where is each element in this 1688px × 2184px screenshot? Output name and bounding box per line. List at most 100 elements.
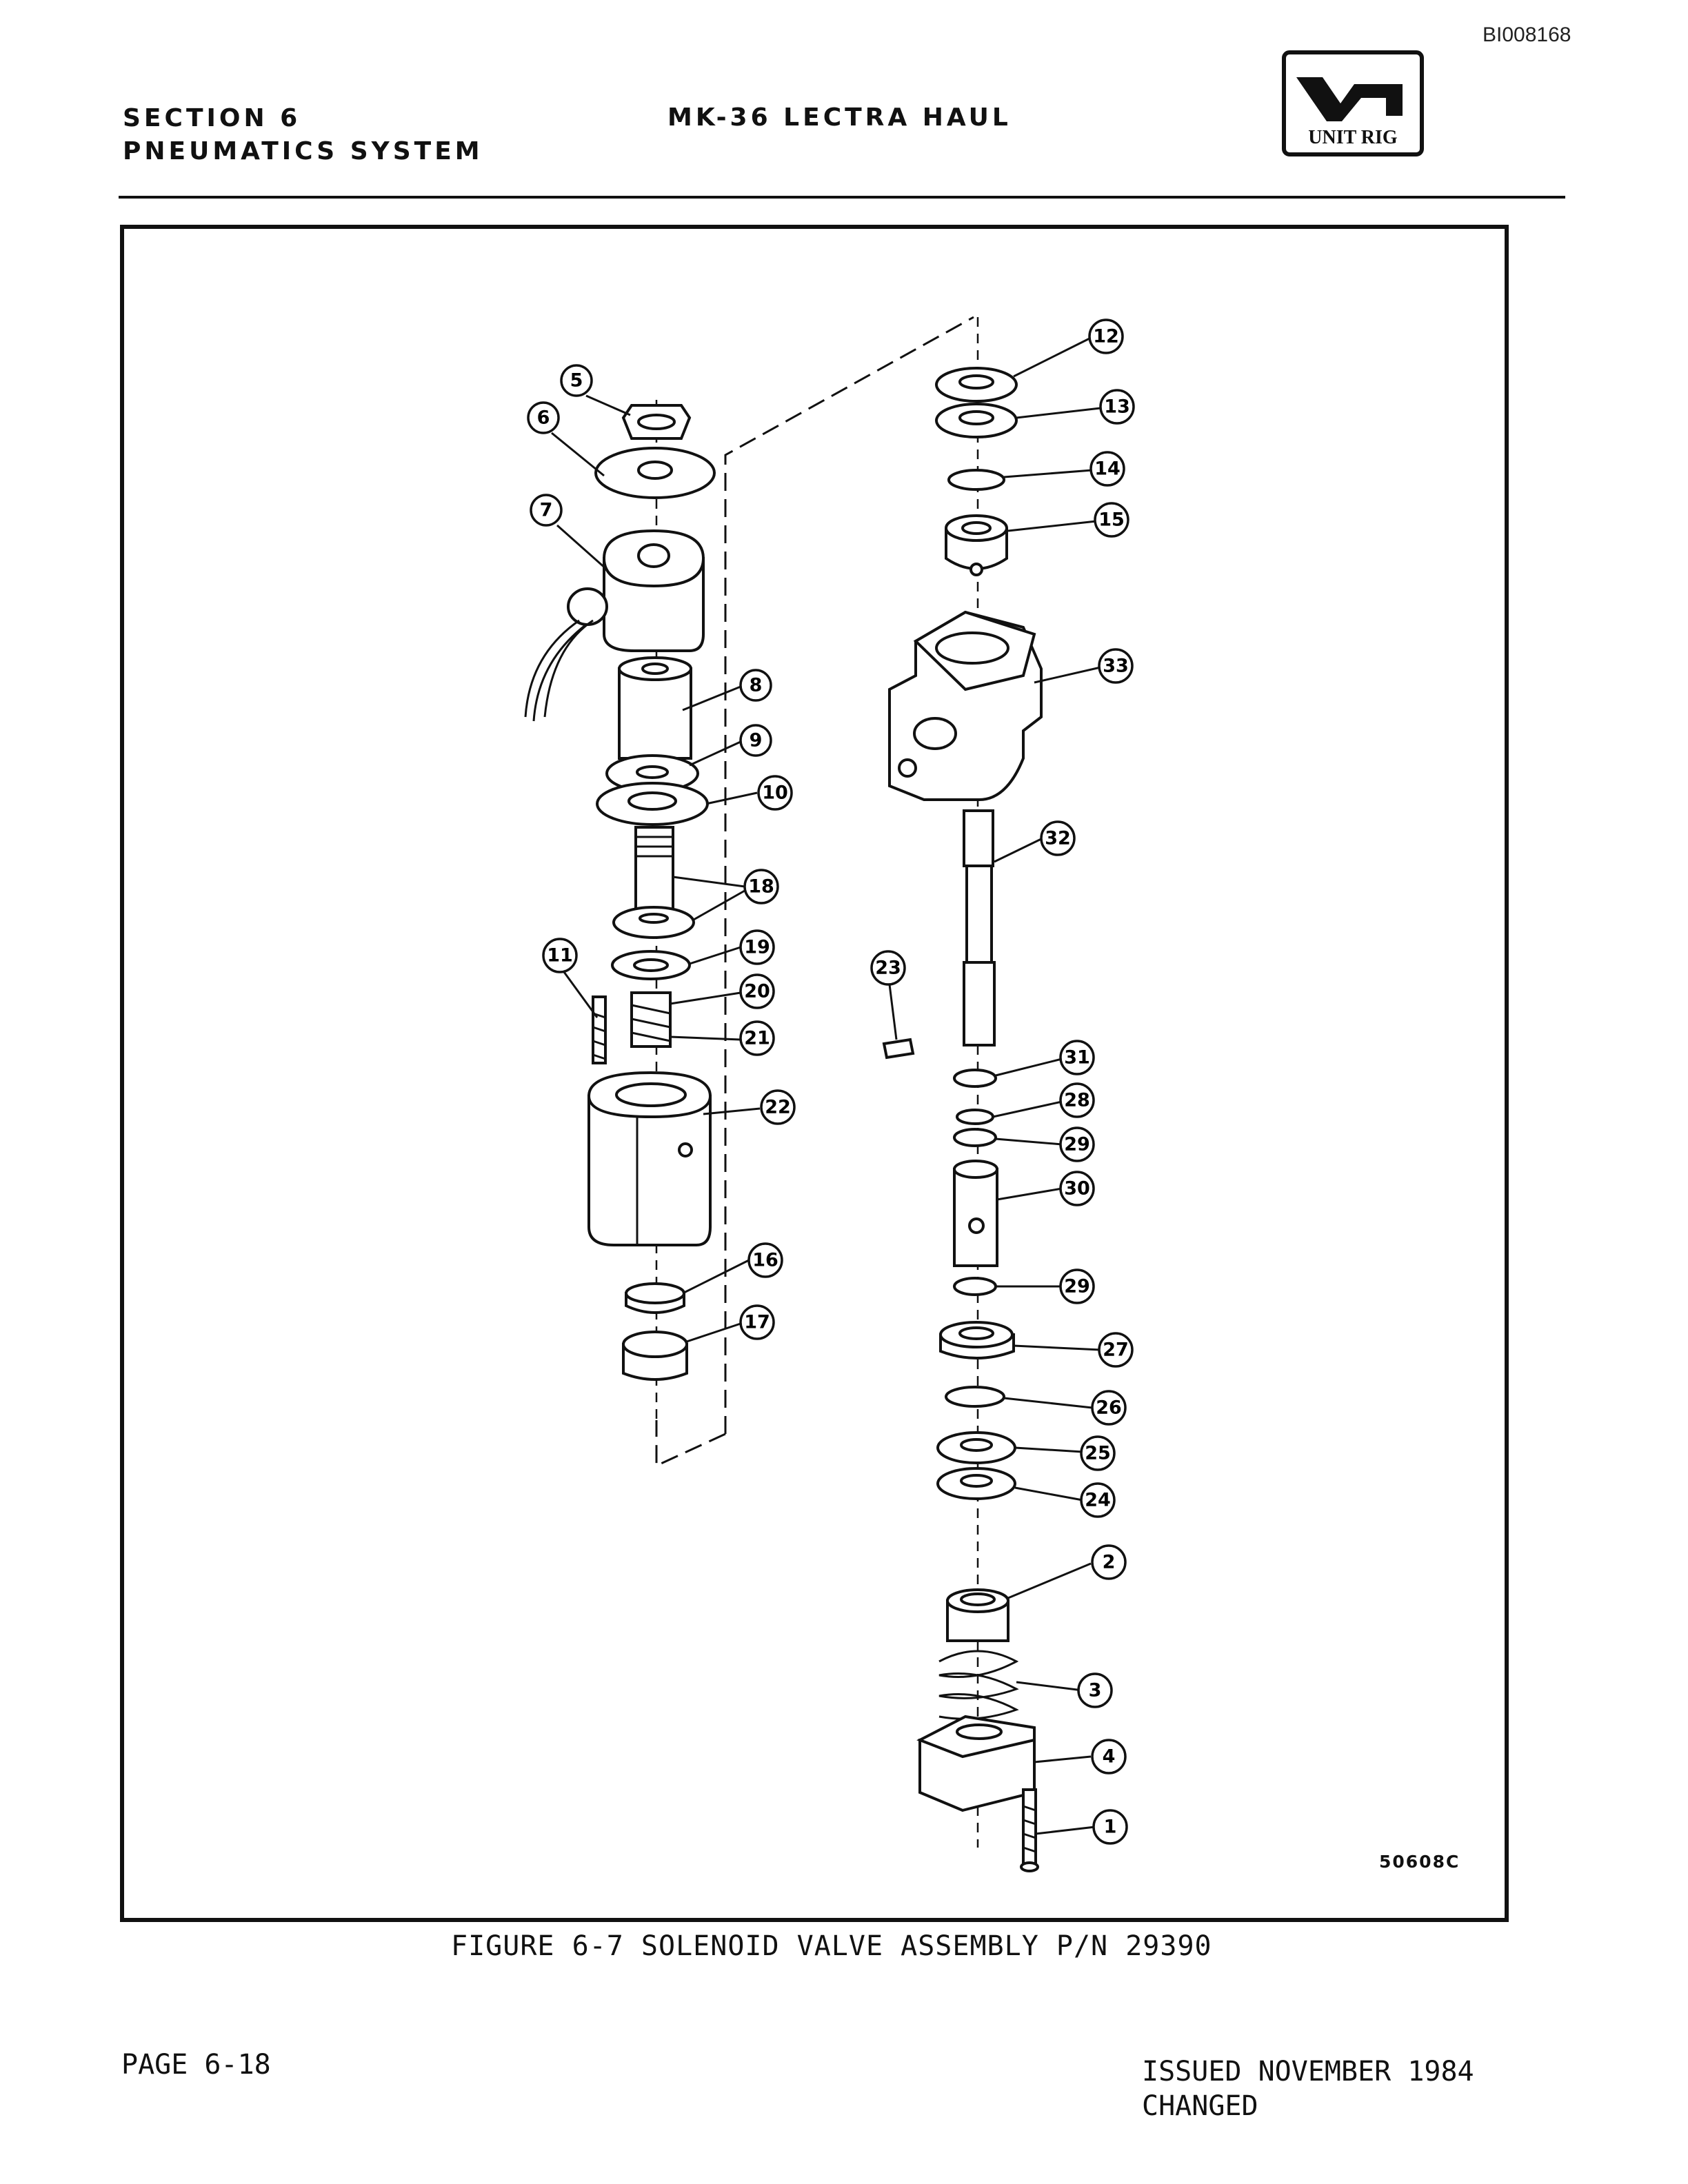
part-end-cap: [622, 1331, 688, 1381]
part-o-ring-29-lower: [953, 1277, 997, 1296]
part-valve-housing: [888, 610, 1043, 801]
section-header: SECTION 6 PNEUMATICS SYSTEM: [123, 102, 483, 168]
svg-text:9: 9: [750, 730, 763, 751]
part-gasket: [611, 950, 691, 980]
leader-lines: [551, 336, 1101, 1835]
callout-24: 24: [1080, 1482, 1116, 1518]
part-spool: [963, 809, 996, 1046]
part-seat: [939, 1321, 1015, 1359]
svg-text:20: 20: [744, 981, 770, 1002]
callout-22: 22: [760, 1089, 796, 1125]
assembly-link-line: [724, 316, 974, 1434]
svg-text:28: 28: [1064, 1090, 1090, 1111]
callout-32: 32: [1040, 820, 1076, 856]
section-system: PNEUMATICS SYSTEM: [123, 137, 483, 165]
assembly-link-line-bottom: [655, 1420, 726, 1468]
svg-text:13: 13: [1104, 396, 1130, 418]
part-solenoid-coil: [524, 529, 705, 722]
svg-text:23: 23: [875, 958, 901, 979]
callout-28: 28: [1059, 1082, 1095, 1118]
callout-26: 26: [1091, 1390, 1127, 1426]
callout-2: 2: [1091, 1544, 1127, 1580]
section-number: SECTION 6: [123, 104, 301, 132]
header-rule: [119, 196, 1565, 199]
svg-text:6: 6: [537, 407, 550, 429]
callout-18: 18: [743, 869, 779, 904]
part-cap-washer: [935, 367, 1018, 403]
part-piston: [953, 1160, 998, 1267]
svg-text:5: 5: [570, 370, 583, 392]
svg-text:1: 1: [1104, 1817, 1117, 1838]
part-o-ring-28: [956, 1109, 994, 1125]
svg-text:18: 18: [748, 876, 774, 898]
svg-text:4: 4: [1103, 1746, 1116, 1768]
svg-text:3: 3: [1089, 1680, 1102, 1701]
callout-4: 4: [1091, 1739, 1127, 1775]
svg-text:14: 14: [1094, 458, 1121, 480]
callout-3: 3: [1077, 1672, 1113, 1708]
callout-7: 7: [530, 494, 563, 527]
svg-text:24: 24: [1085, 1490, 1111, 1511]
part-plunger-tube: [612, 826, 695, 939]
part-screw: [592, 995, 607, 1064]
svg-text:8: 8: [750, 675, 763, 696]
callout-5: 5: [560, 364, 593, 397]
part-pin: [882, 1038, 915, 1060]
svg-text:19: 19: [744, 937, 770, 958]
callout-15: 15: [1094, 502, 1129, 538]
part-retainer: [945, 514, 1008, 576]
svg-text:11: 11: [547, 945, 573, 967]
callout-31: 31: [1059, 1040, 1095, 1075]
unit-rig-logo: UNIT RIG: [1282, 50, 1424, 156]
logo-text: UNIT RIG: [1308, 127, 1398, 148]
callout-29-lower: 29: [1059, 1268, 1095, 1304]
part-nut: [621, 404, 692, 440]
part-o-ring-31: [953, 1069, 997, 1088]
callout-1: 1: [1092, 1809, 1128, 1845]
page-number: PAGE 6-18: [121, 2049, 271, 2081]
part-o-ring-29-upper: [953, 1128, 997, 1147]
part-washer-24: [936, 1467, 1016, 1500]
svg-text:2: 2: [1103, 1552, 1116, 1573]
part-retaining-ring: [625, 1282, 685, 1314]
callout-25: 25: [1080, 1435, 1116, 1471]
part-plunger-spring: [630, 991, 672, 1048]
part-o-ring-26: [945, 1386, 1005, 1408]
callout-11: 11: [542, 938, 578, 973]
callout-9: 9: [739, 724, 772, 757]
document-id: BI008168: [1483, 23, 1571, 46]
svg-text:10: 10: [762, 782, 788, 804]
callout-33: 33: [1098, 648, 1134, 684]
issue-info: ISSUED NOVEMBER 1984 CHANGED: [1142, 2054, 1474, 2123]
callout-29-upper: 29: [1059, 1126, 1095, 1162]
part-valve-body: [587, 1071, 712, 1246]
callout-19: 19: [739, 929, 775, 965]
callout-10: 10: [757, 775, 793, 811]
part-o-ring: [947, 469, 1005, 491]
callout-14: 14: [1089, 451, 1125, 487]
part-flange: [596, 782, 709, 826]
callout-6: 6: [527, 401, 560, 434]
part-washer: [594, 447, 716, 499]
issue-status: CHANGED: [1142, 2090, 1258, 2122]
callout-30: 30: [1059, 1171, 1095, 1206]
svg-text:12: 12: [1093, 326, 1119, 347]
part-cap-screw: [1020, 1788, 1039, 1872]
svg-text:30: 30: [1064, 1178, 1090, 1200]
svg-text:16: 16: [752, 1250, 778, 1271]
part-armature-sleeve: [618, 656, 692, 760]
callout-20: 20: [739, 973, 775, 1009]
svg-text:31: 31: [1064, 1047, 1090, 1069]
manual-title: MK-36 LECTRA HAUL: [667, 103, 1012, 132]
svg-text:27: 27: [1103, 1339, 1129, 1361]
callout-16: 16: [747, 1242, 783, 1278]
callout-13: 13: [1099, 389, 1135, 425]
svg-text:15: 15: [1098, 509, 1125, 531]
svg-text:21: 21: [744, 1028, 770, 1049]
part-base-cap: [916, 1715, 1036, 1812]
figure-caption: FIGURE 6-7 SOLENOID VALVE ASSEMBLY P/N 2…: [451, 1930, 1212, 1962]
svg-text:32: 32: [1045, 828, 1071, 849]
svg-text:33: 33: [1103, 656, 1129, 677]
figure-code: 50608C: [1379, 1852, 1460, 1872]
